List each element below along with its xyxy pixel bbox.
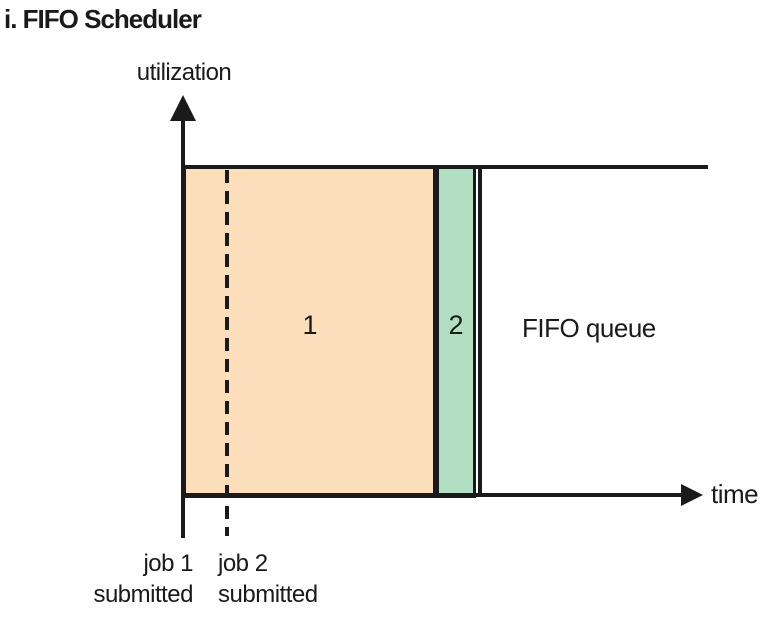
x-axis-label: time xyxy=(711,479,759,509)
utilization-limit-line xyxy=(183,165,708,169)
job1-submitted-label: job 1 submitted xyxy=(40,548,193,610)
queue-boundary-line xyxy=(478,166,482,497)
job1-submitted-line2: submitted xyxy=(93,581,193,608)
x-axis-arrow-icon xyxy=(681,484,703,506)
job2-submitted-dashed-line xyxy=(225,170,229,536)
fifo-queue-label: FIFO queue xyxy=(522,313,656,343)
job2-submitted-line2: submitted xyxy=(218,581,318,608)
job2-region xyxy=(436,165,476,498)
job1-region-label: 1 xyxy=(302,310,318,340)
job1-submitted-line1: job 1 xyxy=(143,550,193,577)
y-axis-line xyxy=(181,112,185,538)
diagram-title: i. FIFO Scheduler xyxy=(4,4,202,34)
job2-region-label: 2 xyxy=(448,310,464,340)
y-axis-arrow-icon xyxy=(170,95,196,121)
x-axis-line xyxy=(183,493,682,497)
job2-submitted-label: job 2 submitted xyxy=(218,548,388,610)
job2-submitted-line1: job 2 xyxy=(218,550,268,577)
y-axis-label: utilization xyxy=(136,59,232,86)
